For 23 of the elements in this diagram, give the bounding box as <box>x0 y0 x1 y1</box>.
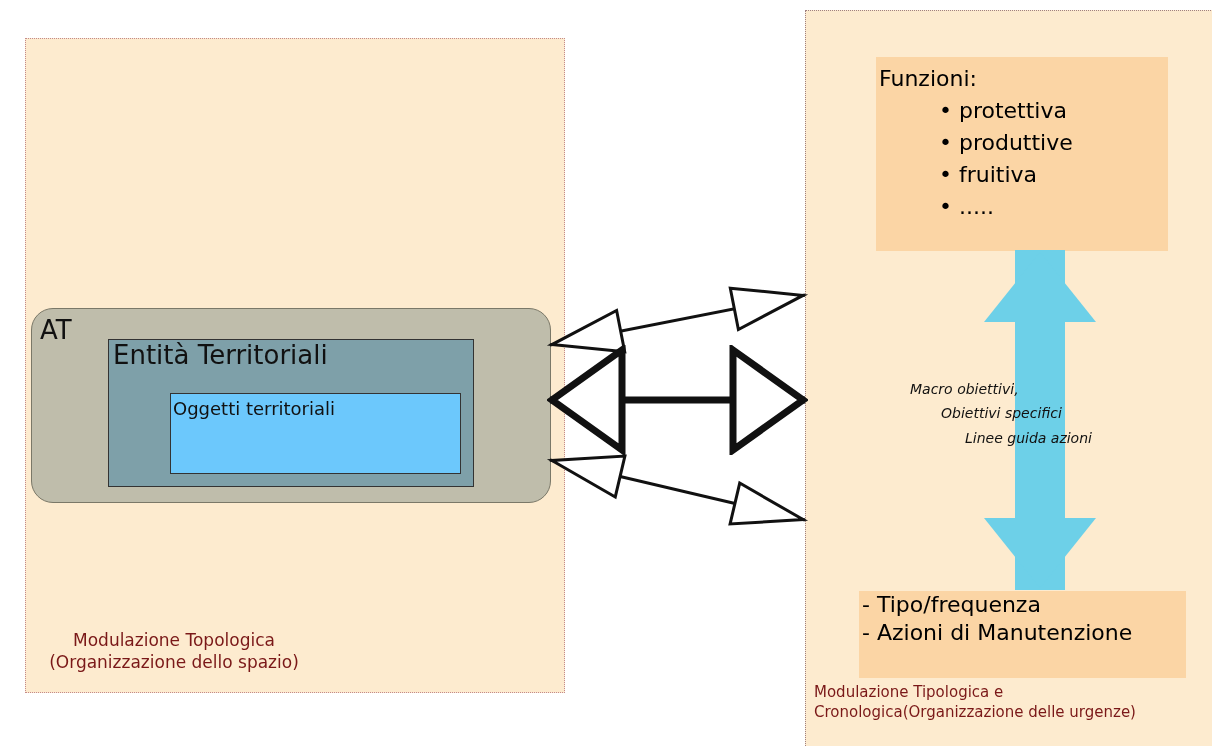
rounded-box <box>31 308 551 503</box>
box <box>859 591 1186 678</box>
box <box>108 339 474 487</box>
list-item: • produttive <box>939 130 1073 155</box>
box-title: AT <box>40 315 72 345</box>
panel <box>805 10 1212 746</box>
panel-caption: Modulazione Tipologica e Cronologica(Organizzazione delle urgenze) <box>814 683 1137 722</box>
double-arrow <box>548 346 807 454</box>
list-heading: Funzioni: <box>879 65 977 93</box>
list-item: • protettiva <box>939 98 1067 123</box>
box <box>170 393 461 474</box>
double-arrow <box>549 286 806 354</box>
list-item: - Tipo/frequenza <box>862 592 1041 617</box>
box-title: Oggetti territoriali <box>173 398 336 419</box>
panel-caption: Modulazione Topologica (Organizzazione dello spazio) <box>48 629 300 674</box>
list-item: • fruitiva <box>939 162 1038 187</box>
box <box>876 57 1168 251</box>
panel <box>25 38 565 693</box>
list-item: • ..... <box>939 194 994 219</box>
box-title: Entità Territoriali <box>113 340 328 370</box>
double-arrow <box>984 250 1096 590</box>
double-arrow <box>549 454 806 526</box>
list-item: - Azioni di Manutenzione <box>862 620 1133 645</box>
